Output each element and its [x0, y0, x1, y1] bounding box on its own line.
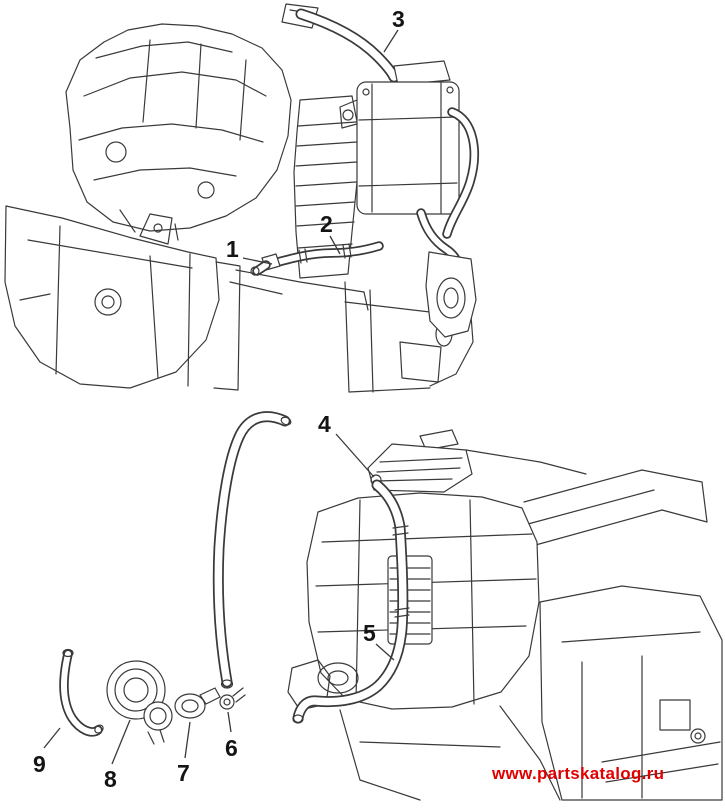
leader-lines-top: [242, 29, 399, 265]
fitting-6: [219, 687, 246, 710]
vapor-separator: [339, 60, 479, 338]
leader-lines-bottom: [43, 433, 395, 765]
watermark-text: www.partskatalog.ru: [492, 764, 665, 783]
callout-2: 2: [320, 211, 333, 237]
bottom-engine-block: [287, 449, 587, 801]
callout-4: 4: [318, 411, 331, 437]
hose-3: [281, 3, 400, 83]
callout-8: 8: [104, 766, 117, 792]
callout-9: 9: [33, 751, 46, 777]
callout-6: 6: [225, 735, 238, 761]
callout-1: 1: [226, 236, 239, 262]
midsection-bracket: [523, 469, 723, 801]
swivel-bracket: [4, 205, 241, 391]
hose-4: [212, 411, 292, 689]
hose-1-2: [250, 241, 384, 276]
hose-9: [59, 648, 104, 737]
air-intake-cover: [367, 429, 473, 493]
callout-3: 3: [392, 6, 405, 32]
top-engine-block: [65, 23, 292, 245]
callout-5: 5: [363, 620, 376, 646]
grommet-8: [106, 660, 173, 745]
hose-5: [292, 479, 410, 724]
connector-7: [174, 687, 221, 719]
callout-7: 7: [177, 760, 190, 786]
